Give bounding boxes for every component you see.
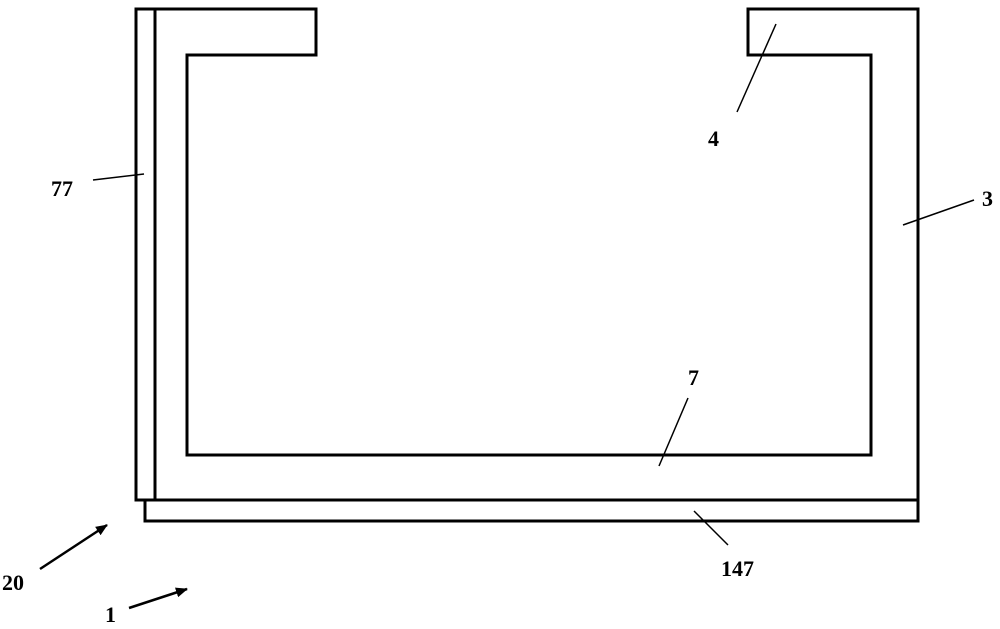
label-3: 3 xyxy=(982,186,993,211)
arrow-20 xyxy=(40,525,107,569)
bottom-plate-147 xyxy=(145,500,918,521)
arrow-1 xyxy=(129,589,187,608)
leader-3 xyxy=(903,200,974,225)
label-1: 1 xyxy=(105,602,116,627)
label-4: 4 xyxy=(708,126,719,151)
label-20: 20 xyxy=(2,570,24,595)
channel-outer-wall xyxy=(155,9,918,500)
label-147: 147 xyxy=(721,556,754,581)
left-strip-77 xyxy=(136,9,155,500)
leader-4 xyxy=(737,24,776,112)
label-77: 77 xyxy=(51,176,73,201)
label-7: 7 xyxy=(688,365,699,390)
leader-147 xyxy=(694,511,728,545)
